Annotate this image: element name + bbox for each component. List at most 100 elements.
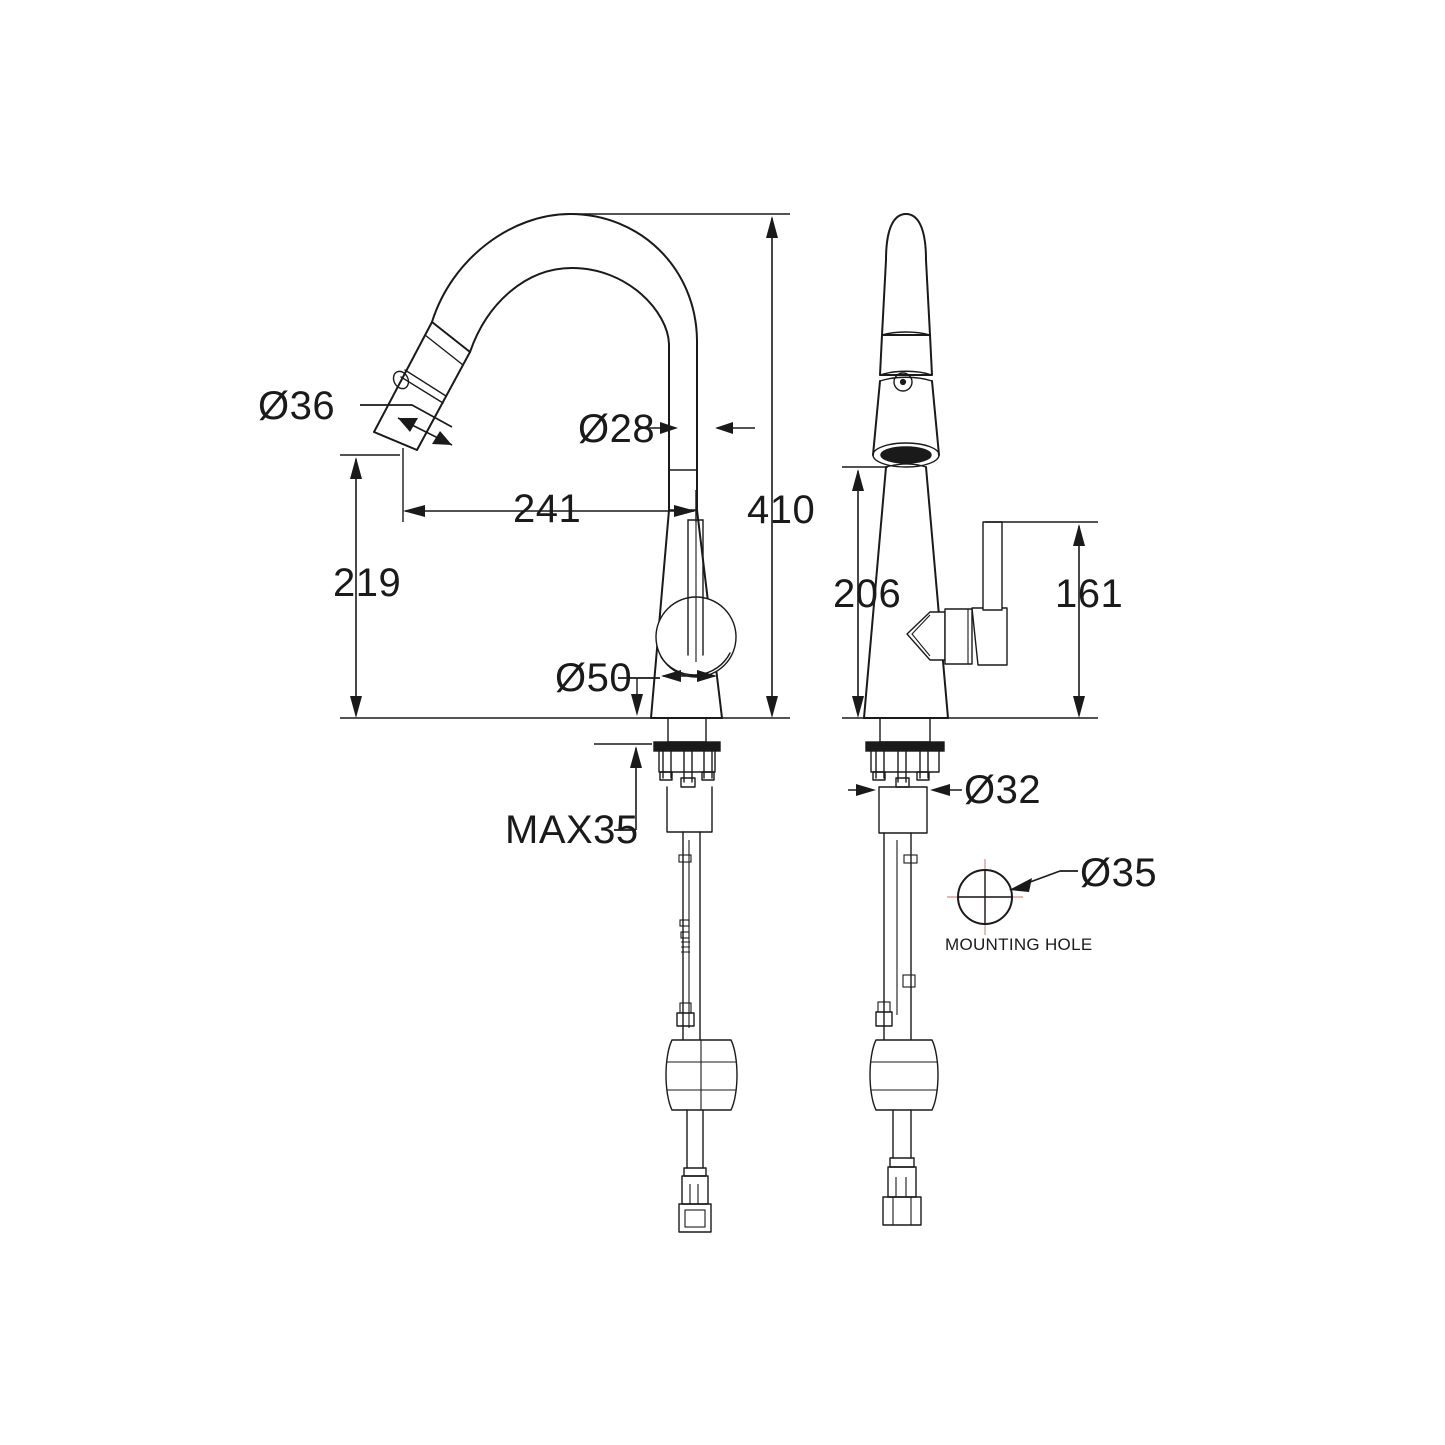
dim-label-spray-head-diameter: Ø36 xyxy=(258,384,335,428)
dim-o50-arrow-left xyxy=(661,670,681,682)
mounting-hole-caption: MOUNTING HOLE xyxy=(945,935,1092,954)
hose-clip-upper xyxy=(678,854,692,863)
side-elevation-view xyxy=(863,213,1008,1226)
dim-219-arrow-bottom xyxy=(350,696,362,718)
side-counterweight-body xyxy=(869,1039,939,1111)
dim-o35-arrow xyxy=(1009,878,1032,892)
side-column-top-seam xyxy=(885,463,927,468)
nut-left xyxy=(659,771,673,781)
spout-inner-profile xyxy=(469,267,670,471)
front-elevation-view xyxy=(373,213,738,1233)
spray-head-band-upper xyxy=(424,334,464,366)
side-collar-section xyxy=(879,334,933,376)
dim-label-spout-reach: 241 xyxy=(513,487,581,531)
side-nut-left xyxy=(872,771,886,781)
dim-label-spout-tube-diameter: Ø28 xyxy=(578,407,655,451)
dimension-base-diameter: Ø50 xyxy=(555,656,717,716)
side-column-right xyxy=(925,466,949,719)
dim-410-arrow-bottom xyxy=(766,696,778,718)
dimension-side-spout-height: 206 xyxy=(833,466,901,719)
spray-mode-button-side-icon xyxy=(893,372,913,392)
side-hose-hex-nut xyxy=(875,1011,893,1027)
dim-241-arrow-left xyxy=(403,505,425,517)
dim-o50-arrow-down xyxy=(631,694,643,716)
dim-410-arrow-top xyxy=(766,216,778,238)
dim-241-arrow-right xyxy=(674,505,696,517)
side-hose-end-connector xyxy=(882,1196,922,1226)
dim-label-handle-height: 161 xyxy=(1055,572,1123,616)
side-collar-band-lower-b xyxy=(879,376,933,382)
dim-label-mounting-hole-diameter: Ø35 xyxy=(1080,851,1157,895)
side-spray-head xyxy=(872,213,940,468)
hose-ribbing xyxy=(681,941,690,953)
hose-end-fitting-slots xyxy=(689,1184,699,1204)
spray-mode-button-icon xyxy=(392,370,410,390)
dim-label-overall-height: 410 xyxy=(747,488,815,532)
dim-label-outlet-height: 219 xyxy=(333,561,401,605)
dim-206-arrow-bottom xyxy=(852,696,864,718)
column-taper-left xyxy=(650,509,670,719)
hose-assembly-side xyxy=(869,832,939,1226)
dimension-spout-tube-diameter: Ø28 xyxy=(578,407,755,451)
dimension-shank-diameter: Ø32 xyxy=(848,768,1041,812)
cartridge-circle-shadow xyxy=(660,652,731,676)
dimension-max-deck-thickness: MAX35 xyxy=(505,743,652,852)
side-column-left xyxy=(863,466,887,719)
spray-head-outlet-face xyxy=(373,431,418,451)
hose-hex-nut xyxy=(676,1012,695,1027)
spray-mode-button-dot-icon xyxy=(899,378,907,386)
shank-body xyxy=(666,786,713,833)
threaded-studs xyxy=(662,750,713,783)
side-spray-head-top xyxy=(881,213,931,336)
mounting-hardware-front xyxy=(653,717,721,833)
side-lever-handle xyxy=(906,521,1008,666)
dim-o50-arrow-right xyxy=(697,670,717,682)
side-flange-plate xyxy=(865,741,945,752)
dimension-overall-height: 410 xyxy=(570,213,815,719)
dim-o36-leader xyxy=(360,404,453,428)
side-nut-right xyxy=(916,771,930,781)
dim-label-base-diameter: Ø50 xyxy=(555,656,632,700)
dim-label-side-spout-height: 206 xyxy=(833,572,901,616)
mounting-hole-detail: Ø35 MOUNTING HOLE xyxy=(945,851,1157,954)
side-collar-band-lower-a xyxy=(879,370,933,376)
spray-head-band-lower-a xyxy=(404,369,447,397)
dimension-spray-head-diameter: Ø36 xyxy=(258,384,453,446)
hose-end-connector-inner xyxy=(684,1209,706,1228)
flange-bracket xyxy=(658,750,716,773)
side-column xyxy=(863,463,949,719)
dimension-outlet-height: 219 xyxy=(333,454,651,719)
side-flange-bracket xyxy=(870,750,940,773)
hose-assembly-front xyxy=(665,831,738,1233)
mounting-hardware-side xyxy=(865,717,945,834)
side-hose-clip-b xyxy=(902,974,916,988)
dimension-spout-reach: 241 xyxy=(402,448,697,531)
nozzle-outlet-opening xyxy=(880,446,932,464)
dim-o32-arrow-left xyxy=(856,784,876,796)
cartridge-housing xyxy=(655,508,737,678)
dim-o36-arrow-left xyxy=(398,418,418,432)
hose-lower-tube xyxy=(686,1109,704,1169)
dim-o28-arrow-right xyxy=(715,422,733,434)
hose-end-connector-outer xyxy=(678,1203,712,1233)
side-hose-lower-tube xyxy=(892,1109,912,1159)
cartridge-wedge-inner xyxy=(911,614,931,657)
dim-label-max-deck-thickness: MAX35 xyxy=(505,808,639,852)
hose-clip-mid-a xyxy=(679,919,690,927)
side-collar-band-upper xyxy=(881,331,931,336)
dim-161-arrow-top xyxy=(1073,524,1085,546)
side-nozzle-taper xyxy=(872,380,940,456)
side-shank-body xyxy=(878,786,928,834)
hose-clip-mid-b xyxy=(680,931,690,939)
nut-center xyxy=(680,777,696,788)
lever-arm xyxy=(982,521,1003,611)
side-hose-end-slots xyxy=(895,1177,907,1197)
flange-plate xyxy=(653,741,721,752)
dimension-handle-height: 161 xyxy=(948,521,1123,719)
cartridge-wedge-cover xyxy=(906,611,946,661)
dim-206-arrow-top xyxy=(852,469,864,491)
side-threaded-studs xyxy=(875,750,929,783)
